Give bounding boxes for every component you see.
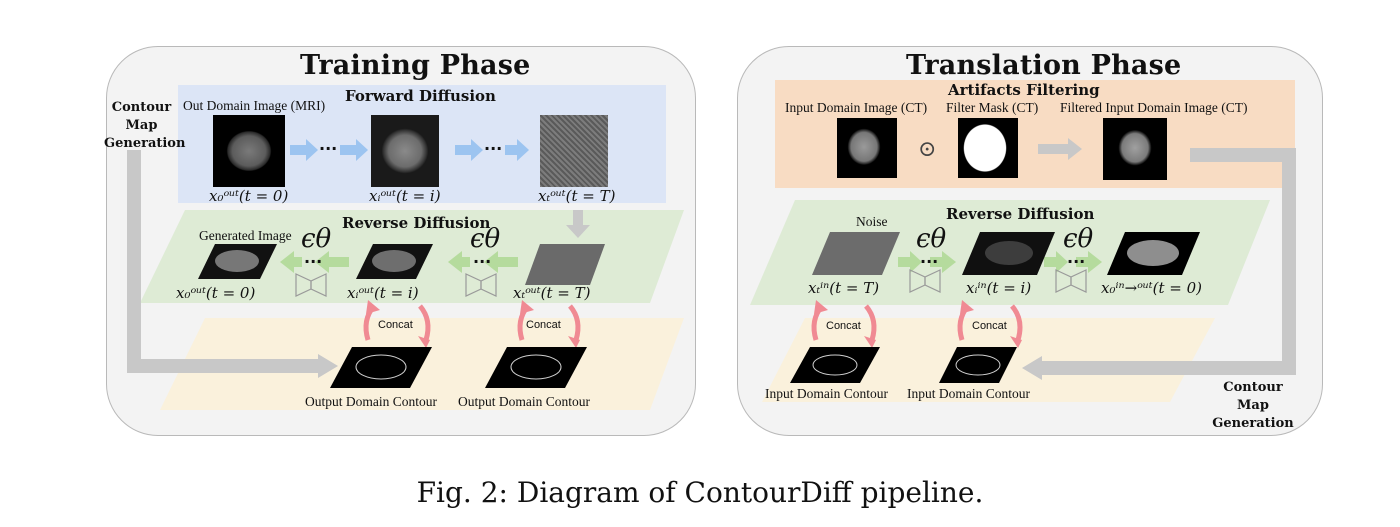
filter-arrow (1038, 138, 1082, 160)
down-arrow-to-reverse (566, 210, 590, 238)
x0-out-reverse: x₀ᵒᵘᵗ(t = 0) (176, 284, 256, 302)
unet-icons-training (295, 273, 497, 297)
reverse-dots-2-translation: ··· (1067, 252, 1086, 271)
reverse-diffusion-label-training: Reverse Diffusion (342, 214, 491, 232)
input-ct-image (837, 118, 897, 178)
generated-image-label: Generated Image (199, 228, 292, 243)
reverse-dots-2-training: ··· (473, 252, 492, 271)
filtered-input-domain-image-label: Filtered Input Domain Image (CT) (1060, 100, 1248, 115)
output-domain-contour-label-2: Output Domain Contour (458, 394, 590, 409)
contour-map-generation-label-training: Contour Map Generation (104, 100, 186, 151)
filter-mask-label: Filter Mask (CT) (946, 100, 1039, 115)
filtered-ct-image (1103, 118, 1167, 180)
figure-caption: Fig. 2: Diagram of ContourDiff pipeline. (416, 476, 984, 509)
noise-label: Noise (856, 214, 888, 229)
forward-arrows (290, 139, 529, 161)
unet-icons-translation (909, 269, 1087, 293)
contour-map-generation-label-translation: Contour Map Generation (1212, 380, 1294, 431)
reverse-dots-1-translation: ··· (920, 252, 939, 271)
concat-label-2-training: Concat (526, 319, 561, 331)
out-domain-image-label: Out Domain Image (MRI) (183, 98, 326, 113)
epsilon-theta-2-training: ϵθ (470, 224, 501, 254)
input-domain-contour-label-1: Input Domain Contour (765, 386, 888, 401)
x0-out-forward: x₀ᵒᵘᵗ(t = 0) (209, 187, 289, 205)
xi-out-reverse: xᵢᵒᵘᵗ(t = i) (347, 284, 419, 302)
xT-out-forward: xₜᵒᵘᵗ(t = T) (538, 187, 616, 205)
odot-operator: ⊙ (918, 137, 937, 162)
reverse-dots-1-training: ··· (304, 252, 323, 271)
output-domain-contour-label-1: Output Domain Contour (305, 394, 437, 409)
noise-image-tT (540, 115, 608, 187)
x0-in-to-out: x₀ⁱⁿ→ᵒᵘᵗ(t = 0) (1101, 279, 1202, 297)
concat-label-1-training: Concat (378, 319, 413, 331)
reverse-arrows-translation (898, 251, 1102, 273)
translation-phase-title: Translation Phase (906, 50, 1182, 81)
input-domain-image-label: Input Domain Image (CT) (785, 100, 928, 115)
reverse-image-tT (525, 244, 605, 285)
concat-label-1-translation: Concat (826, 320, 861, 332)
training-phase-title: Training Phase (300, 50, 531, 81)
epsilon-theta-1-translation: ϵθ (916, 224, 947, 254)
reverse-arrows-training (280, 251, 518, 273)
forward-dots-1: ··· (319, 139, 338, 158)
mri-image-ti (371, 115, 439, 187)
xT-in: xₜⁱⁿ(t = T) (808, 279, 880, 297)
xi-in: xᵢⁱⁿ(t = i) (966, 279, 1032, 297)
input-domain-contour-label-2: Input Domain Contour (907, 386, 1030, 401)
mri-image-t0 (213, 115, 285, 187)
output-contour-2 (485, 347, 587, 388)
xT-out-reverse: xₜᵒᵘᵗ(t = T) (513, 284, 591, 302)
forward-diffusion-label: Forward Diffusion (345, 87, 496, 105)
reverse-diffusion-label-translation: Reverse Diffusion (946, 205, 1095, 223)
noise-image-translation (812, 232, 900, 275)
contour-map-generation-arrow-training (127, 150, 320, 373)
artifacts-filtering-label: Artifacts Filtering (948, 81, 1100, 99)
output-contour-1 (330, 347, 432, 388)
input-contour-1 (790, 347, 880, 383)
epsilon-theta-1-training: ϵθ (301, 224, 332, 254)
input-contour-2 (939, 347, 1017, 383)
contour-map-generation-arrow-translation (1040, 148, 1296, 375)
concat-label-2-translation: Concat (972, 320, 1007, 332)
filter-mask-image (958, 118, 1018, 178)
epsilon-theta-2-translation: ϵθ (1063, 224, 1094, 254)
forward-dots-2: ··· (484, 139, 503, 158)
xi-out-forward: xᵢᵒᵘᵗ(t = i) (369, 187, 441, 205)
